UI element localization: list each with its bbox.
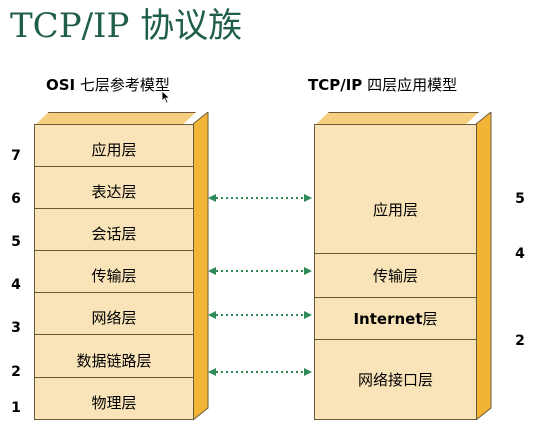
osi-layer-presentation: 表达层 [34, 166, 194, 209]
osi-layer-session: 会话层 [34, 208, 194, 251]
tcpip-heading-rest: 四层应用模型 [362, 76, 458, 94]
osi-heading-bold: OSI [46, 76, 76, 94]
tcpip-layer-number: 4 [515, 246, 525, 262]
slide-title: TCP/IP 协议族 [10, 6, 243, 46]
osi-stack-side [193, 112, 209, 421]
osi-layer-application: 应用层 [34, 124, 194, 167]
osi-layer-number: 3 [11, 320, 21, 336]
mapping-arrow-application [208, 194, 312, 202]
tcpip-layer-number: 2 [515, 333, 525, 349]
osi-layer-datalink: 数据链路层 [34, 334, 194, 378]
osi-layer-number: 1 [11, 400, 21, 416]
mapping-arrow-network [208, 311, 312, 319]
osi-model-heading: OSI 七层参考模型 [46, 74, 170, 95]
osi-stack: 应用层 表达层 会话层 传输层 网络层 数据链路层 物理层 [34, 112, 209, 424]
mapping-arrow-transport [208, 267, 312, 275]
osi-layer-number: 7 [11, 148, 21, 164]
mapping-arrow-link [208, 368, 312, 376]
tcpip-model-heading: TCP/IP 四层应用模型 [308, 74, 457, 95]
osi-layer-number: 5 [11, 234, 21, 250]
osi-layer-physical: 物理层 [34, 377, 194, 420]
osi-layer-number: 2 [11, 364, 21, 380]
osi-layer-number: 6 [11, 191, 21, 207]
osi-layer-number: 4 [11, 277, 21, 293]
tcpip-stack: 应用层 传输层 Internet层 网络接口层 [314, 112, 492, 424]
tcpip-layer-application: 应用层 [314, 124, 477, 254]
tcpip-layer-number: 5 [515, 191, 525, 207]
tcpip-layer-transport: 传输层 [314, 253, 477, 298]
tcpip-heading-bold: TCP/IP [308, 76, 363, 94]
tcpip-layer-network-interface: 网络接口层 [314, 339, 477, 420]
mouse-cursor-icon [161, 90, 171, 104]
tcpip-stack-side [476, 112, 492, 421]
osi-heading-rest: 七层参考模型 [75, 76, 170, 94]
osi-layer-network: 网络层 [34, 292, 194, 335]
tcpip-layer-internet: Internet层 [314, 297, 477, 340]
osi-layer-transport: 传输层 [34, 250, 194, 293]
